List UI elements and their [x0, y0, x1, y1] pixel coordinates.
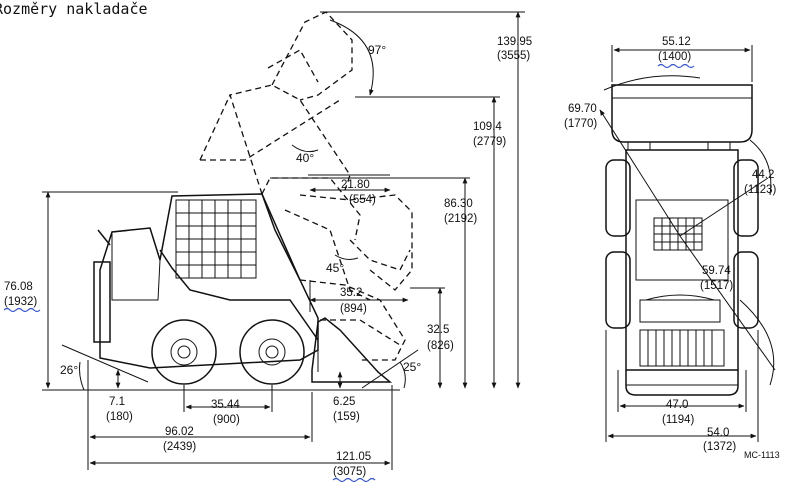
label-angle-departure: 26° [60, 363, 78, 377]
label-track-width-in: 47.0 [666, 399, 688, 411]
label-reach-full-mm: (554) [349, 194, 376, 206]
spellcheck-underlines [3, 63, 695, 483]
label-max-height-in: 139.95 [497, 36, 532, 48]
label-length-bucket-mm: (3075) [333, 466, 366, 478]
label-overall-height-mm: (1932) [4, 296, 37, 308]
label-reach-45-mm: (894) [340, 303, 367, 315]
figure-code: MC-1113 [744, 450, 780, 460]
label-max-height-mm: (3555) [497, 50, 530, 62]
label-turn-side-mm: (1123) [744, 184, 777, 196]
label-overall-width-in: 54.0 [707, 427, 729, 439]
label-bucket-ground-in: 6.25 [333, 396, 355, 408]
diagram-title: Rozměry nakladače [0, 0, 148, 18]
label-reach-full-in: 21.80 [341, 179, 370, 191]
label-angle-rollback-mid: 45° [326, 261, 344, 275]
label-overall-height-in: 76.08 [4, 281, 33, 293]
label-wheelbase-mm: (900) [213, 414, 240, 426]
top-wheel-rl [605, 251, 631, 329]
label-track-width-mm: (1194) [662, 414, 695, 426]
label-angle-ground-bucket: 25° [403, 360, 421, 374]
loader-top-view [599, 45, 776, 442]
side-dimension-lines [42, 11, 525, 470]
label-turn-front-in: 69.70 [568, 103, 597, 115]
label-pin-height-in: 109.4 [473, 121, 502, 133]
label-overall-width-mm: (1372) [703, 441, 736, 453]
label-lift-height-mm: (2192) [444, 213, 477, 225]
label-bucket-width-mm: (1400) [658, 51, 691, 63]
label-bucket-width-in: 55.12 [662, 36, 691, 48]
label-length-no-bucket-in: 96.02 [165, 426, 194, 438]
side-dimension-labels: 139.95 (3555) 109.4 (2779) 86.30 (2192) … [4, 36, 532, 478]
label-turn-front-mm: (1770) [564, 118, 597, 130]
label-angle-dump: 97° [368, 43, 386, 57]
label-turn-rear-mm: (1517) [700, 280, 733, 292]
label-turn-side-in: 44.2 [752, 169, 774, 181]
label-bucket-ground-mm: (159) [333, 411, 360, 423]
front-wheel [239, 319, 305, 385]
bucket-ground [311, 317, 393, 383]
label-lift-height-in: 86.30 [444, 198, 473, 210]
label-length-bucket-in: 121.05 [336, 451, 371, 463]
top-wheel-fl [605, 159, 631, 237]
loader-side-view [60, 193, 400, 391]
label-reach-45-in: 35.2 [340, 287, 362, 299]
label-pin-height-mm: (2779) [473, 136, 506, 148]
top-wheel-fr [733, 159, 759, 237]
raised-bucket-positions [199, 11, 413, 361]
label-dump-height-mm: (826) [427, 340, 454, 352]
label-ground-clearance-in: 7.1 [109, 396, 125, 408]
label-ground-clearance-mm: (180) [106, 411, 133, 423]
label-wheelbase-in: 35.44 [211, 399, 240, 411]
label-dump-height-in: 32.5 [427, 324, 449, 336]
top-wheel-rr [733, 251, 759, 329]
top-dimension-labels: 55.12 (1400) 69.70 (1770) 44.2 (1123) 59… [564, 36, 780, 460]
bucket-top [611, 84, 753, 143]
label-angle-rollback-top: 40° [296, 151, 314, 165]
label-turn-rear-in: 59.74 [702, 265, 731, 277]
label-length-no-bucket-mm: (2439) [163, 441, 196, 453]
rear-wheel [151, 319, 217, 385]
